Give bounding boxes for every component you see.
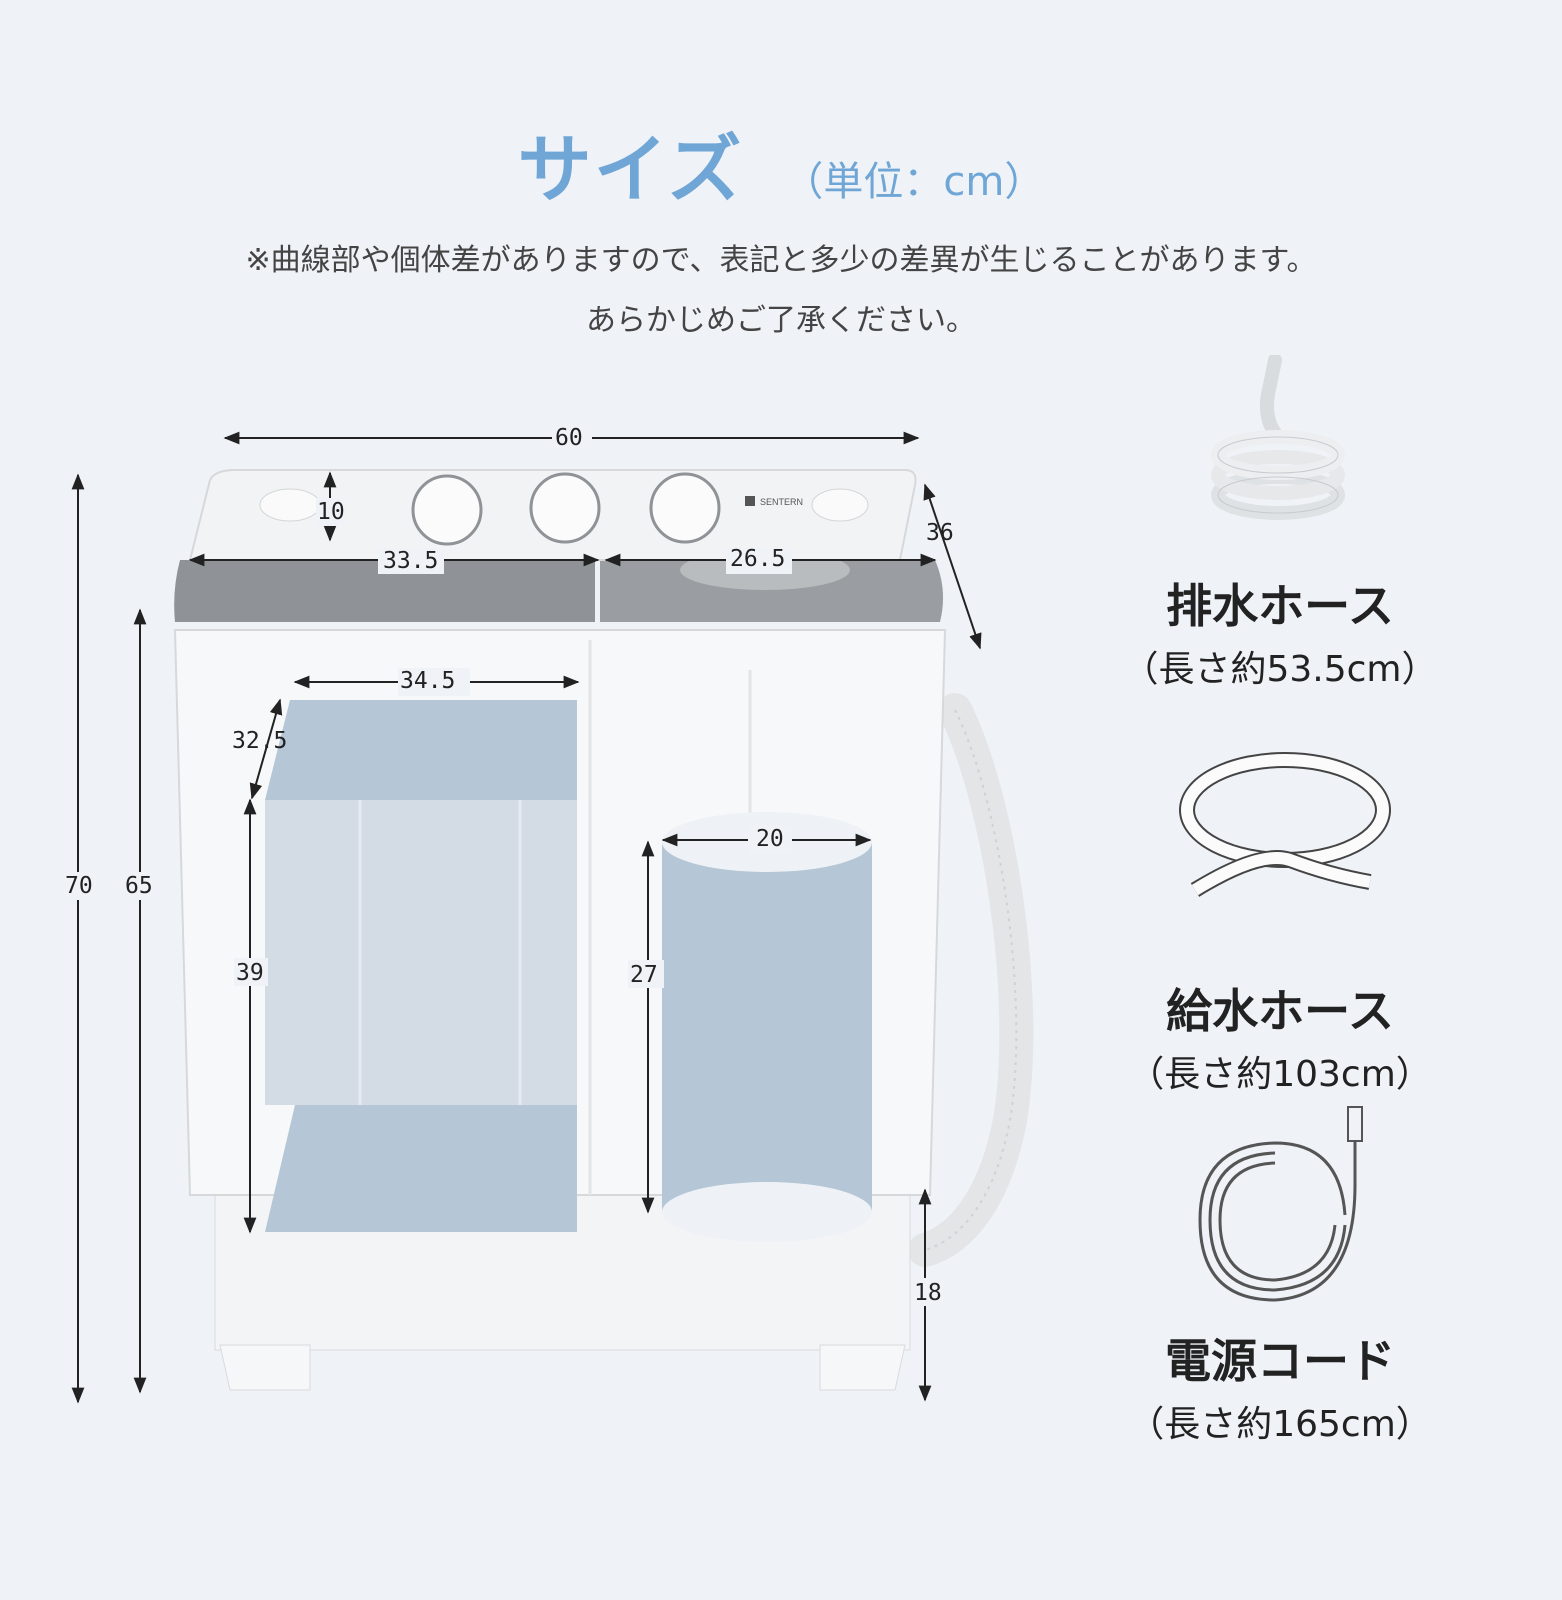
power-cord-icon: [1198, 1106, 1363, 1302]
title-text: サイズ: [517, 127, 744, 213]
dim-line-depth: [923, 483, 982, 650]
dim-width: 60: [555, 425, 583, 451]
dim-line-wash-depth: [249, 698, 283, 800]
accessory-power-cord-length: （長さ約165cm）: [1128, 1404, 1432, 1445]
dim-wash-tub-width: 34.5: [400, 668, 456, 694]
dim-hose-height: 18: [914, 1280, 942, 1306]
accessory-supply-hose-length: （長さ約103cm）: [1128, 1054, 1432, 1095]
dim-depth: 36: [926, 520, 954, 546]
dim-lid-left: 33.5: [383, 548, 439, 574]
dim-wash-tub-height: 39: [236, 960, 264, 986]
note-line-2: あらかじめご了承ください。: [586, 303, 976, 338]
knob-mode: [529, 472, 601, 544]
brand-logo: SENTERN: [760, 497, 803, 507]
drain-hose-icon: [1211, 355, 1345, 520]
page-title: サイズ （単位：cm）: [0, 110, 1562, 217]
detergent-cup-left: [259, 488, 321, 522]
detergent-cup-right: [811, 488, 869, 522]
accessory-drain-hose-length: （長さ約53.5cm）: [1122, 649, 1438, 690]
supply-hose-icon: [1179, 752, 1391, 897]
spin-tub-bottom: [662, 1182, 872, 1242]
drain-hose: [908, 693, 1034, 1267]
lid-left: [174, 560, 595, 622]
accessory-supply-hose-name: 給水ホース: [1166, 984, 1394, 1038]
unit-text: （単位：cm）: [783, 159, 1045, 205]
wash-tub-top: [265, 700, 577, 800]
dim-height-body: 65: [125, 873, 153, 899]
dim-wash-tub-depth: 32.5: [232, 728, 288, 754]
knob-spin-timer: [649, 472, 721, 544]
dim-lid-right: 26.5: [730, 546, 786, 572]
knob-wash-timer: [411, 474, 483, 546]
spin-tub-body: [662, 842, 872, 1212]
wash-tub-walls: [265, 800, 577, 1105]
wash-tub-bottom: [265, 1105, 577, 1232]
dim-height-total: 70: [65, 873, 93, 899]
note-line-1: ※曲線部や個体差がありますので、表記と多少の差異が生じることがあります。: [245, 243, 1317, 278]
dim-spin-tub-height: 27: [630, 962, 658, 988]
accessory-power-cord-name: 電源コード: [1165, 1334, 1395, 1388]
accessory-drain-hose-name: 排水ホース: [1166, 579, 1394, 633]
dim-panel: 10: [317, 499, 345, 525]
dim-spin-tub-diameter: 20: [756, 826, 784, 852]
